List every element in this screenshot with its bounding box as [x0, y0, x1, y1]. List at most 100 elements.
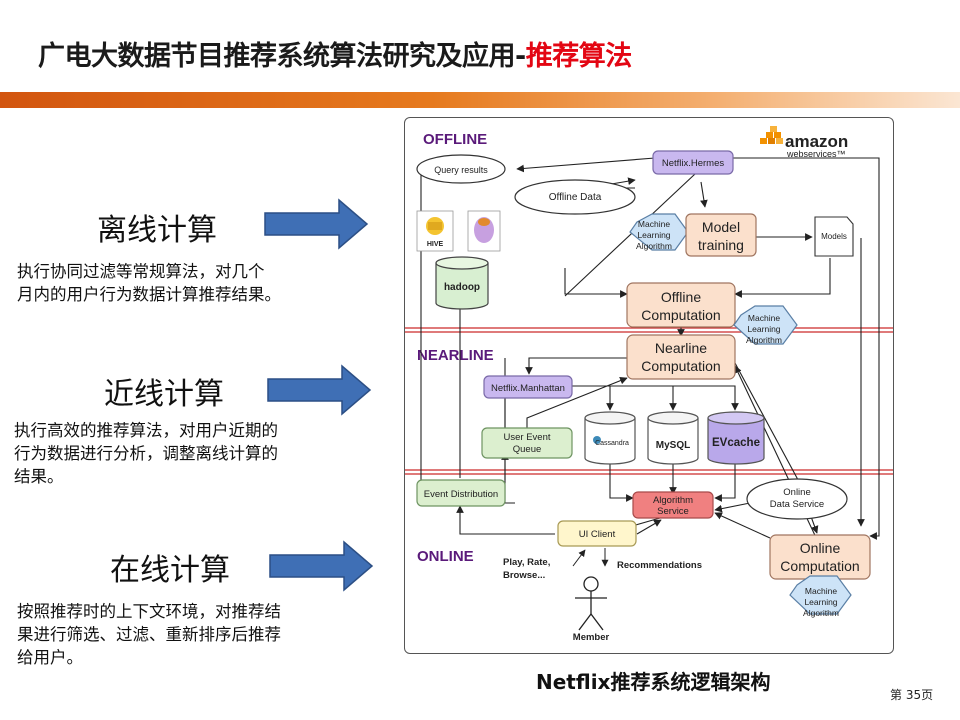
offline-desc-line: 月内的用户行为数据计算推荐结果。	[17, 285, 281, 304]
ml-algorithm-1-label: Algorithm	[636, 241, 672, 251]
pig-icon	[467, 210, 501, 252]
ml-algorithm-1-node	[629, 213, 689, 251]
online-desc-line: 按照推荐时的上下文环境，对推荐结	[17, 602, 281, 621]
edge-member-ui	[572, 549, 586, 567]
aws-logo: amazon webservices™	[760, 126, 848, 159]
aws-webservices-text: webservices™	[786, 149, 846, 159]
nearline-section-title: 近线计算	[104, 377, 224, 412]
model-training-label: training	[698, 237, 744, 253]
ml-algorithm-3-label: Machine	[805, 586, 837, 596]
hermes-label: Netflix.Hermes	[662, 158, 725, 169]
offline-computation-label: Computation	[641, 307, 720, 323]
user-event-queue-node	[481, 427, 573, 459]
online-section-desc: 按照推荐时的上下文环境，对推荐结 果进行筛选、过滤、重新排序后推荐 给用户。	[17, 600, 281, 669]
ml-algorithm-3-node	[789, 575, 852, 615]
offline-computation-node	[626, 282, 736, 328]
edge-cassandra-service	[609, 463, 634, 502]
ml-algorithm-1-label: Machine	[638, 219, 670, 229]
online-arrow-icon	[269, 540, 374, 592]
cassandra-store: Cassandra	[584, 411, 636, 465]
hive-label: HIVE	[427, 241, 444, 248]
nearline-computation-label: Nearline	[655, 340, 707, 356]
architecture-svg: OFFLINE NEARLINE ONLINE amazon webservic…	[405, 126, 893, 643]
offline-desc-line: 执行协同过滤等常规算法，对几个	[17, 262, 265, 281]
ml-algorithm-3-label: Algorithm	[803, 608, 839, 618]
evcache-label: EVcache	[712, 437, 760, 449]
hermes-node	[652, 150, 734, 175]
user-event-queue-label: Queue	[513, 444, 542, 455]
nearline-section-desc: 执行高效的推荐算法，对用户近期的 行为数据进行分析，调整离线计算的 结果。	[14, 419, 278, 488]
nearline-computation-label: Computation	[641, 358, 720, 374]
nearline-desc-line: 行为数据进行分析，调整离线计算的	[14, 444, 278, 463]
online-computation-label: Computation	[780, 558, 859, 574]
offline-arrow-icon	[264, 198, 369, 250]
edge-ui-service	[636, 519, 662, 535]
recommendations-label: Recommendations	[617, 560, 702, 571]
nearline-desc-line: 结果。	[14, 467, 64, 486]
diagram-caption: Netflix推荐系统逻辑架构	[536, 670, 771, 694]
hadoop-store: hadoop	[435, 256, 489, 310]
play-rate-label: Browse...	[503, 570, 545, 581]
offline-computation-label: Offline	[661, 289, 701, 305]
offline-layer-label: OFFLINE	[423, 131, 487, 148]
ui-client-label: UI Client	[579, 529, 616, 540]
online-computation-label: Online	[800, 540, 841, 556]
member-label: Member	[573, 632, 610, 643]
offline-section-title: 离线计算	[97, 213, 217, 248]
hive-icon: HIVE	[416, 210, 454, 252]
nearline-computation-node	[626, 334, 736, 380]
ui-client-node	[557, 520, 637, 547]
aws-amazon-text: amazon	[785, 132, 848, 151]
edge-hermes-hadoop	[564, 173, 696, 297]
evcache-store: EVcache	[707, 411, 765, 465]
edge-hermes-query	[516, 157, 656, 173]
page-title-accent: 推荐算法	[525, 41, 633, 72]
header-band	[0, 92, 960, 108]
nearline-layer-label: NEARLINE	[417, 347, 494, 364]
ml-algorithm-2-label: Machine	[748, 313, 780, 323]
ml-algorithm-2-node	[733, 305, 798, 345]
hadoop-label: hadoop	[444, 282, 480, 293]
edge-online-service	[714, 512, 771, 539]
manhattan-node	[483, 375, 573, 399]
online-data-service-node	[746, 478, 848, 520]
edge-ui-eventdist	[456, 505, 555, 535]
page-title-main: 广电大数据节目推荐系统算法研究及应用-	[38, 41, 526, 72]
user-event-queue-label: User Event	[504, 432, 551, 443]
online-layer-label: ONLINE	[417, 548, 474, 565]
offline-data-node	[514, 179, 636, 215]
query-results-node	[416, 154, 506, 184]
edge-manhattan-stores	[529, 385, 739, 411]
edge-models-offline	[734, 258, 831, 298]
offline-data-label: Offline Data	[549, 192, 602, 203]
online-desc-line: 果进行筛选、过滤、重新排序后推荐	[17, 625, 281, 644]
ml-algorithm-1-label: Learning	[637, 230, 670, 240]
model-training-node	[685, 213, 757, 257]
event-distribution-node	[416, 479, 506, 507]
models-label: Models	[821, 232, 847, 241]
event-distribution-label: Event Distribution	[424, 489, 498, 500]
query-results-label: Query results	[434, 165, 488, 175]
algorithm-service-label: Algorithm	[653, 495, 693, 506]
edge-hermes-online	[697, 157, 880, 540]
ml-algorithm-2-label: Algorithm	[746, 335, 782, 345]
ml-algorithm-2-label: Learning	[747, 324, 780, 334]
manhattan-label: Netflix.Manhattan	[491, 383, 565, 394]
edge-nearline-manhattan	[525, 357, 627, 375]
edge-evcache-service	[714, 463, 736, 502]
play-rate-label: Play, Rate,	[503, 557, 550, 568]
ml-algorithm-3-label: Learning	[804, 597, 837, 607]
models-node	[814, 216, 854, 257]
mysql-store: MySQL	[647, 411, 699, 465]
nearline-arrow-icon	[267, 364, 372, 416]
online-section-title: 在线计算	[110, 553, 230, 588]
page-title: 广电大数据节目推荐系统算法研究及应用-推荐算法	[38, 34, 632, 73]
online-data-service-label: Online	[783, 487, 810, 498]
algorithm-service-label: Service	[657, 506, 689, 517]
edge-model-hermes	[700, 181, 708, 208]
online-data-service-label: Data Service	[770, 499, 824, 510]
algorithm-service-node	[632, 491, 714, 519]
nearline-desc-line: 执行高效的推荐算法，对用户近期的	[14, 421, 278, 440]
cassandra-label: Cassandra	[595, 440, 629, 447]
mysql-label: MySQL	[656, 440, 690, 451]
